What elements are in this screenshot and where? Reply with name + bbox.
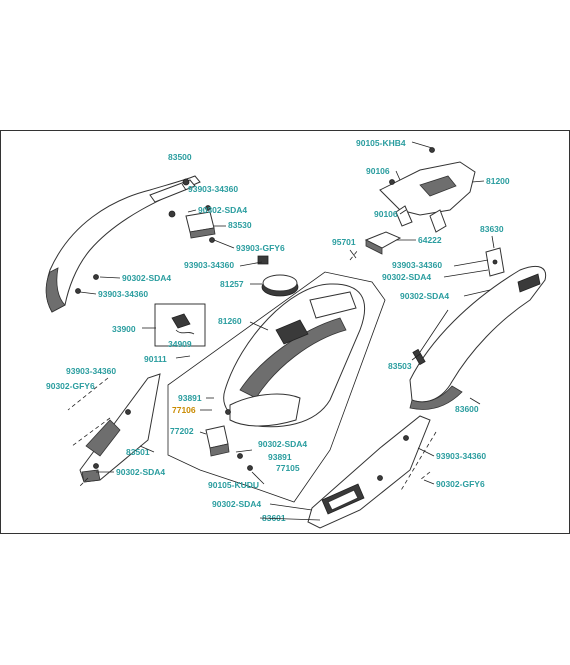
label-90111[interactable]: 90111: [144, 354, 167, 364]
label-90302-sda4-bottom[interactable]: 90302-SDA4: [116, 467, 165, 477]
label-93903-34360-low[interactable]: 93903-34360: [66, 366, 116, 376]
label-90105-kudu[interactable]: 90105-KUDU: [208, 480, 259, 490]
part-77202-block[interactable]: [205, 425, 230, 457]
part-81200-rack[interactable]: [379, 147, 476, 233]
part-83530-bracket[interactable]: [185, 205, 216, 243]
part-83630-bracket[interactable]: [485, 247, 505, 277]
label-93903-34360-mid[interactable]: 93903-34360: [184, 260, 234, 270]
part-83503-strut[interactable]: [412, 309, 449, 366]
label-90302-gfy6-left[interactable]: 90302-GFY6: [46, 381, 95, 391]
label-83500[interactable]: 83500: [168, 152, 192, 162]
leader-lines: [79, 141, 495, 521]
label-81200[interactable]: 81200: [486, 176, 510, 186]
label-93891-a[interactable]: 93891: [178, 393, 202, 403]
label-90302-gfy6-right[interactable]: 90302-GFY6: [436, 479, 485, 489]
label-83501[interactable]: 83501: [126, 447, 150, 457]
label-90302-sda4-right-b[interactable]: 90302-SDA4: [400, 291, 449, 301]
part-83501-panel[interactable]: [79, 373, 161, 483]
label-77106[interactable]: 77106: [172, 405, 196, 415]
label-93903-34360-top[interactable]: 93903-34360: [188, 184, 238, 194]
part-83601-panel[interactable]: [307, 415, 431, 529]
label-93903-34360-right[interactable]: 93903-34360: [392, 260, 442, 270]
label-33900[interactable]: 33900: [112, 324, 136, 334]
label-93903-gfy6[interactable]: 93903-GFY6: [236, 243, 285, 253]
label-90302-sda4-base[interactable]: 90302-SDA4: [212, 499, 261, 509]
part-81260-body[interactable]: [167, 271, 386, 503]
label-83530[interactable]: 83530: [228, 220, 252, 230]
part-64222-holder[interactable]: [364, 231, 402, 255]
label-64222[interactable]: 64222: [418, 235, 442, 245]
part-33900-light[interactable]: [154, 303, 206, 347]
label-83503[interactable]: 83503: [388, 361, 412, 371]
label-83630[interactable]: 83630: [480, 224, 504, 234]
part-81257-pad[interactable]: [257, 255, 299, 297]
label-90106-a[interactable]: 90106: [366, 166, 390, 176]
label-77105[interactable]: 77105: [276, 463, 300, 473]
label-77202[interactable]: 77202: [170, 426, 194, 436]
label-90106-b[interactable]: 90106: [374, 209, 398, 219]
label-90302-sda4-top[interactable]: 90302-SDA4: [198, 205, 247, 215]
label-81257[interactable]: 81257: [220, 279, 244, 289]
label-93891-b[interactable]: 93891: [268, 452, 292, 462]
label-90302-sda4-left[interactable]: 90302-SDA4: [122, 273, 171, 283]
part-labels: 83500 93903-34360 90302-SDA4 83530 93903…: [46, 138, 510, 523]
part-83600-cover[interactable]: [409, 265, 547, 410]
part-83500-cover[interactable]: [45, 175, 201, 313]
label-93903-34360-left[interactable]: 93903-34360: [98, 289, 148, 299]
label-83600[interactable]: 83600: [455, 404, 479, 414]
label-93903-34360-right-low[interactable]: 93903-34360: [436, 451, 486, 461]
fastener-lines: [67, 249, 437, 493]
label-95701[interactable]: 95701: [332, 237, 356, 247]
label-81260[interactable]: 81260: [218, 316, 242, 326]
label-83601[interactable]: 83601: [262, 513, 286, 523]
label-90302-sda4-right-a[interactable]: 90302-SDA4: [382, 272, 431, 282]
label-90302-sda4-center[interactable]: 90302-SDA4: [258, 439, 307, 449]
label-34909[interactable]: 34909: [168, 339, 192, 349]
label-90105-khb4[interactable]: 90105-KHB4: [356, 138, 406, 148]
